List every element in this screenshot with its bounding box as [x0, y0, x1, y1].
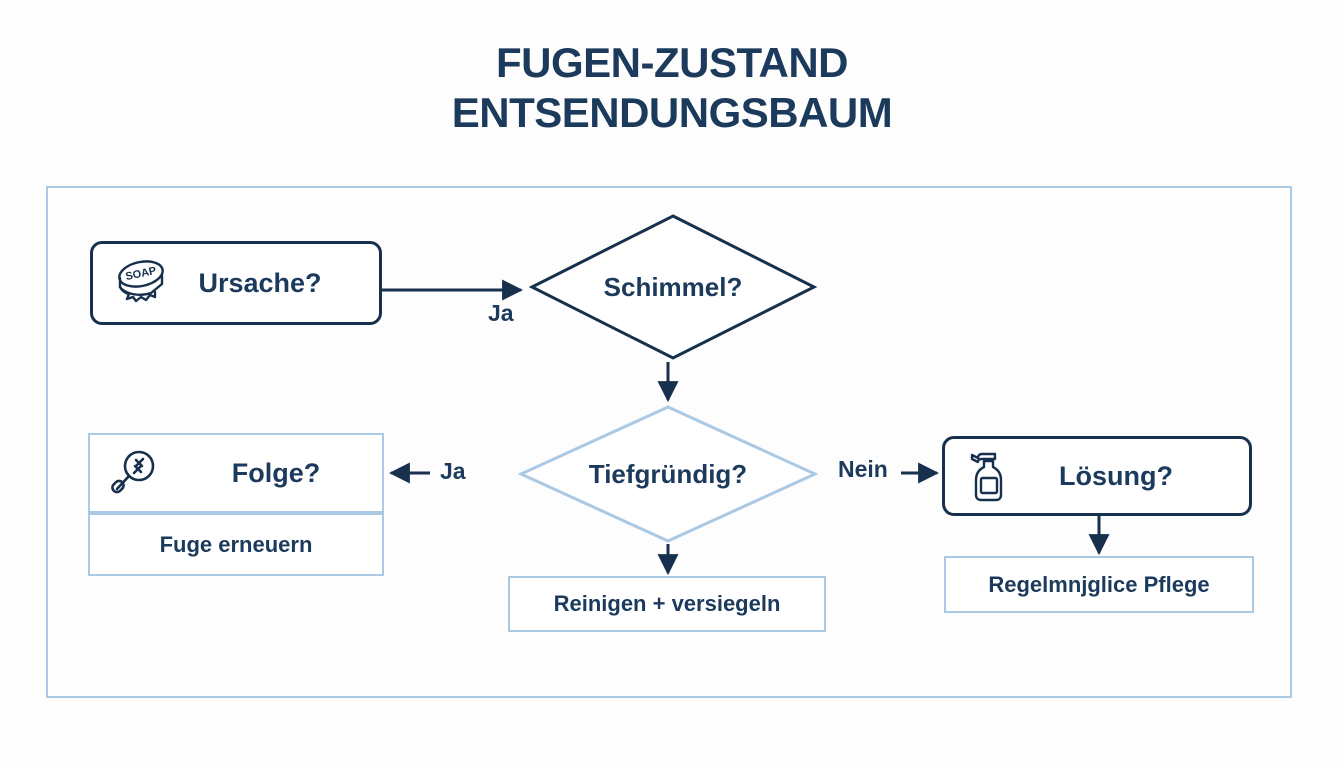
soap-bar-icon: SOAP — [111, 258, 171, 308]
diagram-frame — [46, 186, 1292, 698]
node-ursache-label: Ursache? — [198, 267, 322, 298]
page-title-line-2: ENTSENDUNGSBAUM — [451, 89, 893, 136]
node-folge[interactable]: Folge? — [88, 433, 384, 513]
node-fuge-erneuern-label: Fuge erneuern — [159, 531, 313, 557]
node-loesung[interactable]: Lösung? — [942, 436, 1252, 516]
edge-label-ja-folge: Ja — [440, 458, 466, 484]
node-reinigen-versiegeln-label: Reinigen + versiegeln — [553, 591, 781, 616]
diamond-shape — [528, 214, 818, 360]
diamond-shape — [518, 405, 818, 543]
node-loesung-label: Lösung? — [1059, 460, 1173, 491]
node-ursache[interactable]: SOAP Ursache? — [90, 241, 382, 325]
spray-bottle-icon — [963, 449, 1013, 503]
page-title: FUGEN-ZUSTAND ENTSENDUNGSBAUM — [0, 38, 1344, 138]
node-folge-label: Folge? — [231, 457, 321, 488]
edge-label-nein-loesung: Nein — [838, 456, 888, 482]
edge-label-ja-schimmel: Ja — [488, 300, 514, 326]
node-schimmel-label: Schimmel? — [603, 271, 743, 302]
node-schimmel[interactable]: Schimmel? — [528, 212, 818, 362]
node-tiefgruendig[interactable]: Tiefgründig? — [518, 404, 818, 544]
magnifier-wrench-icon — [108, 448, 160, 498]
page-title-line-1: FUGEN-ZUSTAND — [495, 39, 849, 86]
node-fuge-erneuern[interactable]: Fuge erneuern — [88, 513, 384, 576]
node-tiefgruendig-label: Tiefgründig? — [588, 458, 748, 489]
node-regelmaessige-pflege[interactable]: Regelmǌglice Pflege — [944, 556, 1254, 613]
svg-text:SOAP: SOAP — [124, 265, 157, 283]
node-regelmaessige-pflege-label: Regelmǌglice Pflege — [988, 571, 1210, 597]
node-reinigen-versiegeln[interactable]: Reinigen + versiegeln — [508, 576, 826, 632]
